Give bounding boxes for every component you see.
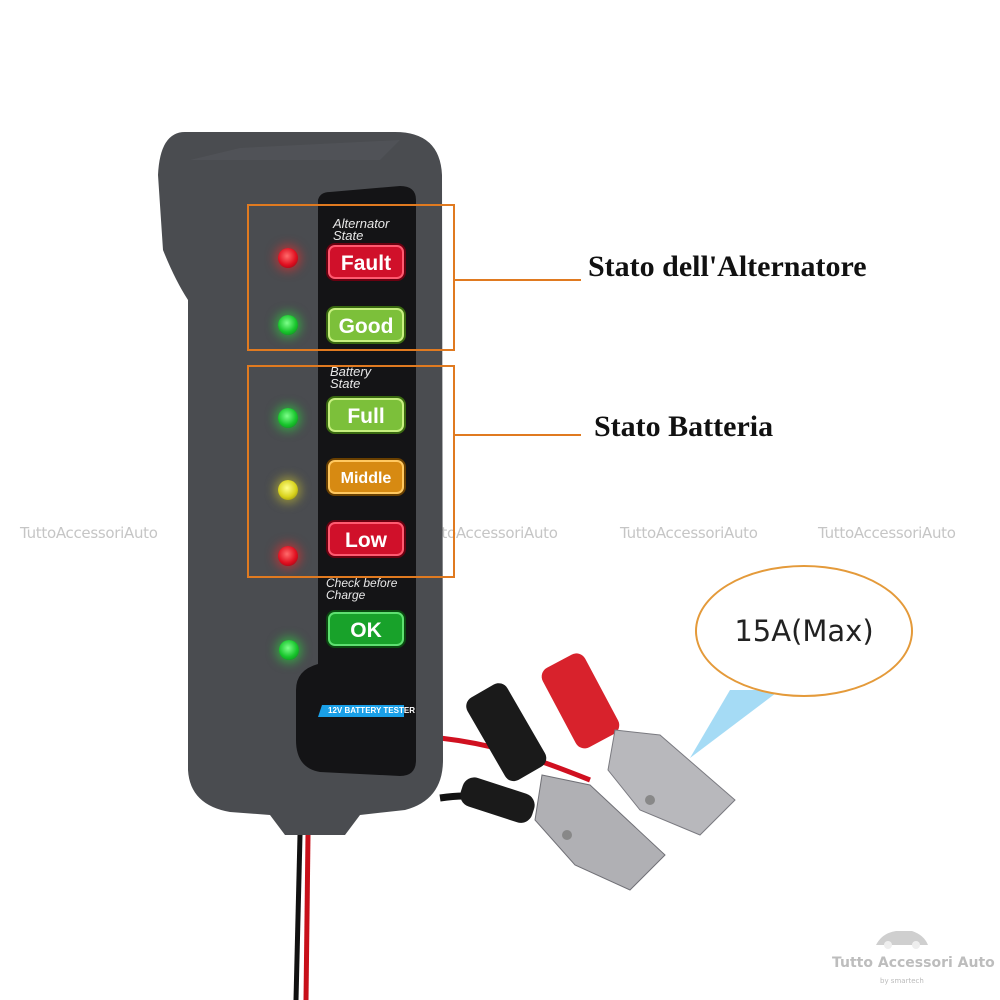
red-clip xyxy=(541,653,736,836)
low-badge: Low xyxy=(328,522,404,556)
watermark-text: TuttoAccessoriAuto xyxy=(20,524,158,542)
middle-badge: Middle xyxy=(328,460,404,494)
max-current-label: 15A(Max) xyxy=(734,614,874,648)
panel-model-label: 12V BATTERY TESTER xyxy=(328,706,415,715)
alternator-callout-line xyxy=(455,279,581,281)
check-before-charge-title: Check before Charge xyxy=(326,576,398,602)
low-led-icon xyxy=(278,546,298,566)
battery-callout-label: Stato Batteria xyxy=(594,410,774,443)
battery-callout-box xyxy=(247,365,455,578)
ok-led-icon xyxy=(279,640,299,660)
max-current-bubble: 15A(Max) xyxy=(695,565,913,697)
battery-state-title: Battery State xyxy=(330,364,372,391)
black-clip xyxy=(460,683,666,891)
middle-led-icon xyxy=(278,480,298,500)
watermark-text: TuttoAccessoriAuto xyxy=(620,524,758,542)
alternator-callout-box xyxy=(247,204,455,351)
ok-badge: OK xyxy=(328,612,404,646)
full-badge: Full xyxy=(328,398,404,432)
alternator-state-title: Alternator State xyxy=(333,216,390,243)
brand-logo-text: Tutto Accessori Auto xyxy=(832,955,995,971)
good-led-icon xyxy=(278,315,298,335)
full-led-icon xyxy=(278,408,298,428)
fault-badge: Fault xyxy=(328,245,404,279)
watermark-text: TuttoAccessoriAuto xyxy=(818,524,956,542)
battery-callout-line xyxy=(455,434,581,436)
good-badge: Good xyxy=(328,308,404,342)
alternator-callout-label: Stato dell'Alternatore xyxy=(588,250,867,283)
car-logo-icon xyxy=(876,931,928,949)
brand-tagline: by smartech xyxy=(880,977,924,985)
fault-led-icon xyxy=(278,248,298,268)
